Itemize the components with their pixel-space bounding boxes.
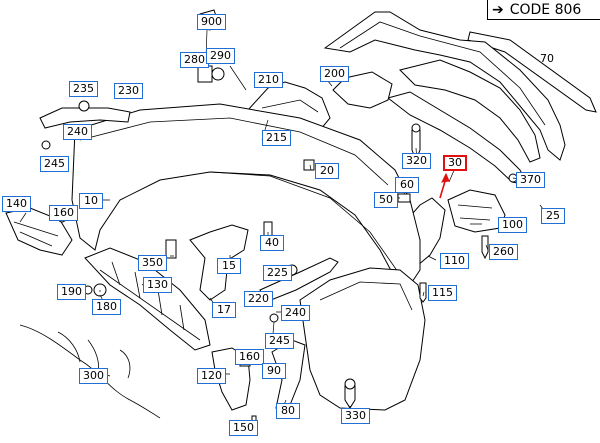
part-245-screw — [41, 140, 51, 150]
part-20-clip — [303, 159, 315, 171]
callout-160[interactable]: 160 — [49, 205, 78, 221]
callout-30-highlighted[interactable]: 30 — [443, 155, 467, 171]
callout-180[interactable]: 180 — [92, 299, 121, 315]
part-100-exhaust — [447, 189, 506, 233]
callout-60[interactable]: 60 — [395, 177, 419, 193]
callout-130[interactable]: 130 — [143, 277, 172, 293]
part-245-screw-b — [269, 313, 279, 323]
callout-280[interactable]: 280 — [180, 52, 209, 68]
callout-260[interactable]: 260 — [489, 244, 518, 260]
code-806-box: ➔ CODE 806 — [487, 0, 600, 20]
callout-190[interactable]: 190 — [57, 284, 86, 300]
callout-160-lower[interactable]: 160 — [235, 349, 264, 365]
label-70: 70 — [540, 52, 554, 65]
part-230-bracket — [39, 107, 131, 129]
part-diffuser-upper — [323, 11, 566, 161]
callout-80[interactable]: 80 — [276, 403, 300, 419]
callout-290[interactable]: 290 — [206, 48, 235, 64]
callout-230[interactable]: 230 — [114, 83, 143, 99]
part-10-bumper-cover — [71, 103, 421, 286]
callout-120[interactable]: 120 — [197, 368, 226, 384]
callout-200[interactable]: 200 — [320, 66, 349, 82]
callout-330[interactable]: 330 — [341, 408, 370, 424]
callout-900[interactable]: 900 — [197, 14, 226, 30]
callout-20[interactable]: 20 — [315, 163, 339, 179]
callout-300[interactable]: 300 — [79, 368, 108, 384]
callout-110[interactable]: 110 — [440, 253, 469, 269]
callout-225[interactable]: 225 — [263, 265, 292, 281]
callout-370[interactable]: 370 — [516, 172, 545, 188]
arrow-right-icon: ➔ — [492, 1, 504, 18]
callout-100[interactable]: 100 — [498, 217, 527, 233]
callout-115[interactable]: 115 — [428, 285, 457, 301]
part-235-clip — [78, 100, 90, 112]
callout-10[interactable]: 10 — [79, 193, 103, 209]
part-280-sensor — [197, 65, 213, 83]
callout-140[interactable]: 140 — [2, 196, 31, 212]
callout-50[interactable]: 50 — [374, 192, 398, 208]
callout-25[interactable]: 25 — [541, 208, 565, 224]
part-80-bracket — [271, 339, 306, 409]
part-115-bolt — [419, 282, 427, 303]
callout-350[interactable]: 350 — [138, 255, 167, 271]
callout-240[interactable]: 240 — [63, 124, 92, 140]
part-290-ring — [211, 67, 225, 81]
callout-245-lower[interactable]: 245 — [265, 333, 294, 349]
callout-210[interactable]: 210 — [254, 72, 283, 88]
part-diffuser-inner — [399, 59, 541, 163]
callout-320[interactable]: 320 — [402, 153, 431, 169]
callout-40[interactable]: 40 — [260, 235, 284, 251]
callout-17[interactable]: 17 — [212, 302, 236, 318]
callout-215[interactable]: 215 — [262, 130, 291, 146]
part-bumper-lower — [299, 267, 426, 411]
callout-90[interactable]: 90 — [262, 363, 286, 379]
callout-235[interactable]: 235 — [69, 81, 98, 97]
part-260-bolt — [481, 235, 489, 260]
callout-240-lower[interactable]: 240 — [281, 305, 310, 321]
code-806-label: CODE 806 — [509, 1, 582, 18]
callout-150[interactable]: 150 — [229, 420, 258, 436]
callout-220[interactable]: 220 — [244, 291, 273, 307]
part-350-block — [165, 239, 177, 259]
callout-15[interactable]: 15 — [217, 258, 241, 274]
callout-245[interactable]: 245 — [40, 156, 69, 172]
